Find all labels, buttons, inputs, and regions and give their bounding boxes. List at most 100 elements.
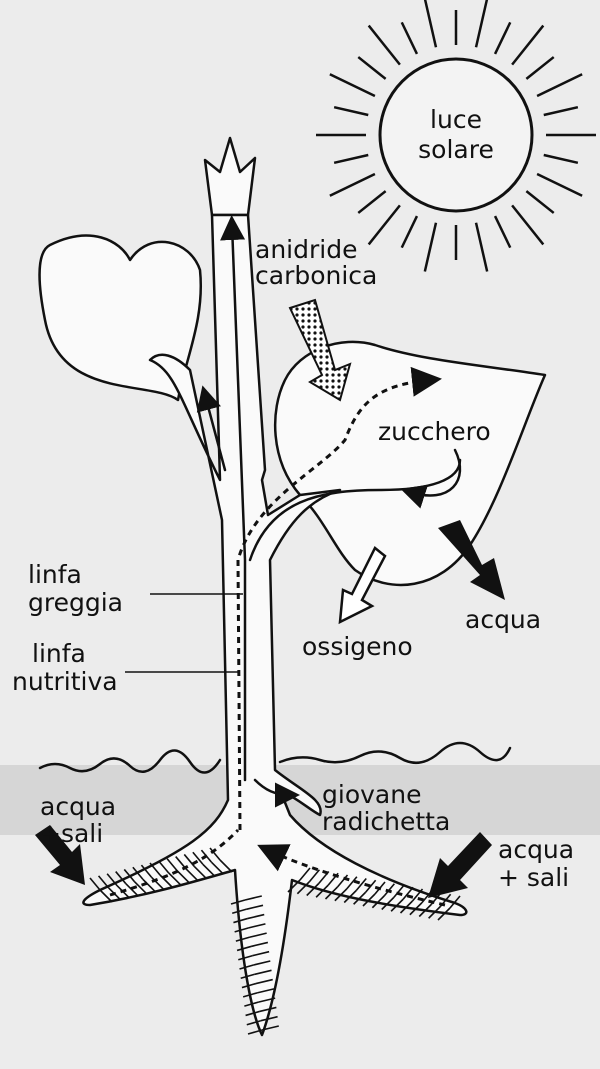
sun: luce solare [316,0,596,272]
root-hair [353,891,367,905]
root-hair [241,982,257,989]
co2-label-line2: carbonica [255,261,377,290]
nutrient-sap-label-line2: nutritiva [12,667,118,696]
root-hair [89,877,101,891]
co2-label-line1: anidride [255,235,357,264]
root-hair [150,876,164,890]
raw-sap-branch-left [196,385,227,472]
root-hair [244,895,262,901]
sun-label-line2: solare [418,135,494,164]
sugar-loop-arrow [400,448,462,509]
root-hair [261,1025,279,1031]
root-hair [192,851,204,865]
root-hair [255,978,273,985]
root-hair [166,858,178,872]
sun-ray [423,222,438,272]
sun-ray [329,73,376,98]
sun-ray [400,215,419,249]
sun-ray [474,0,489,48]
sun-ray [493,21,512,55]
root-hair [142,878,156,892]
root-hair [248,923,266,929]
root-hair [133,880,147,894]
root-hair [362,893,376,907]
root-hair [258,997,276,1003]
nutrient-sap-root-right [257,844,446,907]
root-hair [437,907,451,921]
sun-ray [536,73,583,98]
root-hair [390,898,404,912]
root-hair [336,874,349,888]
sun-ray [525,190,555,214]
raw-sap-label-line1: linfa [28,560,82,589]
raw-sap-arrow [220,215,247,782]
water-arrow-root [253,778,300,808]
oxygen-label: ossigeno [302,632,413,661]
sun-ray [357,56,387,80]
root-hair [238,954,253,961]
root-hair [308,869,320,883]
root-hair [256,988,275,994]
root-hair [149,862,161,876]
sun-label-line1: luce [430,105,482,134]
root-hair [334,888,348,902]
sun-ray [525,56,555,80]
root-hair [202,863,216,877]
sun-ray [367,24,401,66]
root-hair [247,913,265,920]
root-hair [234,927,249,933]
water-out-label: acqua [465,605,541,634]
nutrient-sap-arrow [236,366,442,831]
root-hair [235,936,251,942]
root-hair [246,1019,262,1026]
root-hair [250,941,269,948]
root-hair [246,904,264,911]
root-hair [381,896,395,911]
root-hair [123,868,135,882]
water-salts-right-label-line2: + sali [498,863,569,892]
root-hair [132,866,144,880]
root-hair [418,903,432,918]
root-hair [210,861,224,875]
root-hair [371,895,385,909]
root-hair [242,992,258,998]
root-hair [253,960,271,966]
water-salts-right-label-line1: acqua [498,835,574,864]
water-salts-left-label-line1: acqua [40,792,116,821]
root-hair [355,877,367,892]
co2-arrow [288,298,352,402]
root-hair [106,873,118,887]
root-hair [252,950,270,957]
root-hair [157,860,170,874]
root-hair [176,870,190,884]
root-hair [249,932,267,938]
soil-line-right [278,741,512,765]
root-hair [97,875,110,889]
root-hair [346,876,358,890]
water-out-arrow [438,520,505,600]
root-hair [245,1010,260,1017]
root-hair [324,886,339,900]
root-hair [254,969,272,976]
sun-ray [511,204,545,246]
root-hair [365,879,377,893]
young-root-label-line2: radichetta [322,807,450,836]
root-hair [168,872,182,886]
flower-bud [203,136,257,217]
root-hair [260,1015,278,1022]
sun-ray [493,215,512,249]
water-salts-right-arrow [428,832,492,898]
root-hair [409,902,423,916]
sun-ray [367,204,401,246]
sun-ray [357,190,387,214]
nutrient-sap-label-line1: linfa [32,639,86,668]
root-hair [259,1006,277,1013]
sun-ray [333,105,369,117]
root-hair [402,886,414,900]
root-hair [239,964,254,970]
root-hair [428,905,442,919]
root-hair [209,847,221,861]
sun-ray [543,105,579,117]
